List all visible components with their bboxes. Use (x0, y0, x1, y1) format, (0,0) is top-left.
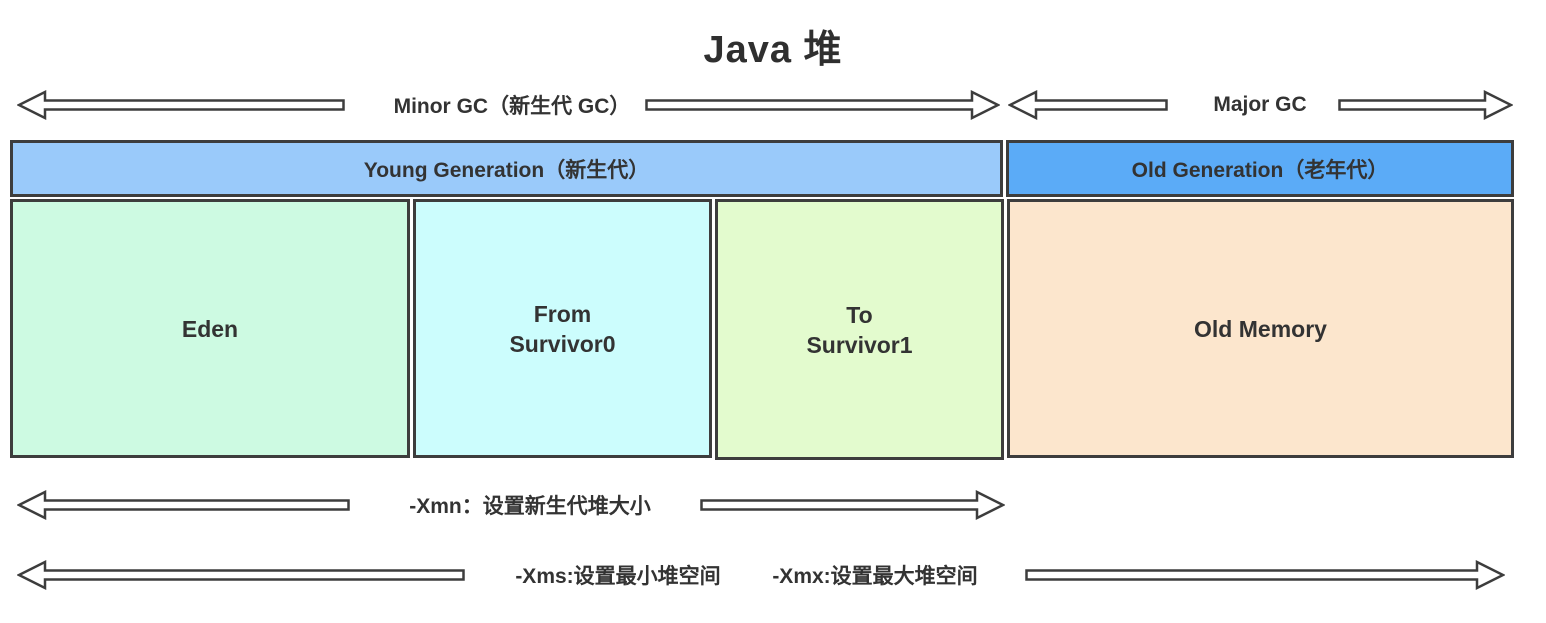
from-survivor0-cell: From Survivor0 (413, 199, 712, 458)
major-gc-left-arrow-icon (1007, 89, 1168, 121)
xms-label: -Xms:设置最小堆空间 (515, 565, 721, 588)
xmn-right-arrow-icon (700, 489, 1006, 521)
old-memory-cell: Old Memory (1007, 199, 1514, 458)
xmn-left-arrow-icon (16, 489, 350, 521)
major-gc-right-arrow-icon (1338, 89, 1514, 121)
diagram-title: Java 堆 (703, 29, 843, 71)
xms-left-arrow-icon (16, 559, 465, 591)
old-generation-header: Old Generation（老年代） (1006, 140, 1514, 197)
minor-gc-right-arrow-icon (645, 89, 1001, 121)
minor-gc-left-arrow-icon (16, 89, 345, 121)
major-gc-label: Major GC (1213, 93, 1307, 116)
xmx-label: -Xmx:设置最大堆空间 (772, 565, 978, 588)
xmx-right-arrow-icon (1025, 559, 1506, 591)
xmn-label: -Xmn：设置新生代堆大小 (409, 495, 651, 518)
eden-cell: Eden (10, 199, 410, 458)
young-generation-header: Young Generation（新生代） (10, 140, 1003, 197)
to-survivor1-cell: To Survivor1 (715, 199, 1004, 460)
minor-gc-label: Minor GC（新生代 GC） (393, 95, 631, 118)
